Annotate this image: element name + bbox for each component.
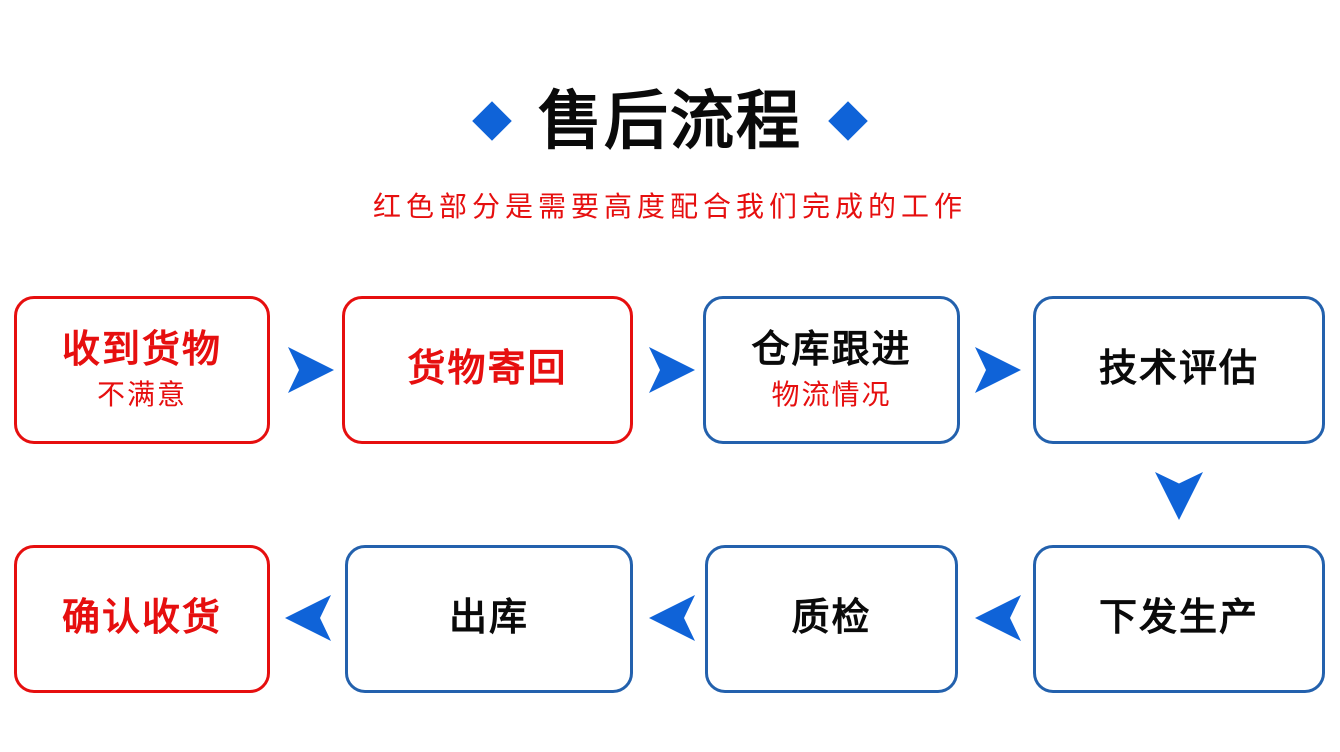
- arrow-left-icon: [285, 595, 331, 641]
- arrow-right-icon: [288, 347, 334, 393]
- arrow-right-icon: [649, 347, 695, 393]
- flow-step-out-of-warehouse: 出库: [345, 545, 633, 693]
- arrow-down-icon: [1155, 472, 1203, 520]
- page-subtitle: 红色部分是需要高度配合我们完成的工作: [372, 191, 967, 222]
- flow-step-sublabel: 物流情况: [771, 378, 892, 410]
- page-title-row: 售后流程: [0, 78, 1340, 164]
- flow-step-label: 质检: [791, 597, 872, 640]
- flow-step-label: 技术评估: [1098, 348, 1259, 391]
- diamond-icon-left: [472, 101, 512, 141]
- flow-step-goods-received: 收到货物 不满意: [14, 296, 270, 444]
- flow-step-technical-evaluation: 技术评估: [1033, 296, 1325, 444]
- flow-step-label: 下发生产: [1098, 597, 1259, 640]
- flow-step-label: 出库: [448, 597, 529, 640]
- page-title: 售后流程: [538, 85, 802, 157]
- diamond-icon-right: [828, 101, 868, 141]
- flow-step-label: 收到货物: [61, 328, 222, 371]
- flow-step-issue-production: 下发生产: [1033, 545, 1325, 693]
- arrow-left-icon: [649, 595, 695, 641]
- arrow-right-icon: [975, 347, 1021, 393]
- flow-step-label: 货物寄回: [407, 348, 568, 391]
- arrow-left-icon: [975, 595, 1021, 641]
- flow-step-label: 确认收货: [61, 597, 222, 640]
- flow-step-label: 仓库跟进: [751, 328, 912, 371]
- flow-step-return-goods: 货物寄回: [342, 296, 633, 444]
- flow-step-quality-inspection: 质检: [705, 545, 958, 693]
- flow-step-warehouse-followup: 仓库跟进 物流情况: [703, 296, 960, 444]
- flow-step-confirm-receipt: 确认收货: [14, 545, 270, 693]
- flow-step-sublabel: 不满意: [96, 378, 187, 410]
